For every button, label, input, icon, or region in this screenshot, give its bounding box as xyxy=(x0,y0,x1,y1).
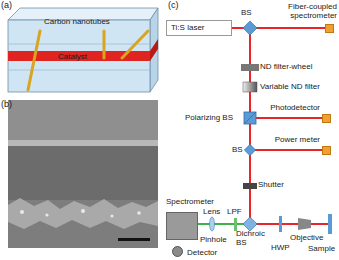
sem-region xyxy=(8,100,158,140)
layer-line xyxy=(8,44,150,45)
component-label: Variable ND filter xyxy=(260,82,320,91)
node-label: Fiber-coupled spectrometer xyxy=(280,2,337,20)
component-label: Pinhole xyxy=(200,235,227,244)
component-label: HWP xyxy=(271,243,290,252)
fiber-spectrometer-shape xyxy=(325,24,334,33)
laser-beam xyxy=(250,117,322,119)
component-label: Polarizing BS xyxy=(185,113,233,122)
variable-nd-filter xyxy=(243,82,257,92)
fiber-spectrometer: Fiber-coupled spectrometer xyxy=(280,2,337,34)
sem-speck xyxy=(81,209,85,213)
lens xyxy=(210,217,215,231)
polarizing-beam-splitter xyxy=(244,112,256,124)
nd-filter-wheel xyxy=(241,64,259,71)
scale-bar xyxy=(118,238,150,241)
component-label: ND filter-wheel xyxy=(260,62,312,71)
substrate-front xyxy=(8,20,150,92)
beam-splitter xyxy=(243,21,257,35)
shutter xyxy=(243,183,257,189)
component-label: Lens xyxy=(203,207,220,216)
sem-speck xyxy=(45,213,48,216)
component-label: BS xyxy=(232,145,243,154)
sem-band xyxy=(8,140,158,146)
component-label: Catalyst xyxy=(58,52,87,61)
laser-beam xyxy=(249,28,251,224)
splitter-diagonal xyxy=(244,112,256,124)
laser-box: Ti:S laser xyxy=(166,20,232,36)
sem-speck xyxy=(111,215,114,218)
node-label: Power meter xyxy=(264,135,320,144)
sem-speck xyxy=(137,211,141,215)
objective xyxy=(298,218,311,230)
component-label: Dichroic BS xyxy=(236,229,272,247)
laser-beam xyxy=(250,223,330,225)
power-meter: Power meter xyxy=(264,135,334,155)
component-label: Sample xyxy=(308,244,335,253)
spectrometer: Spectrometer xyxy=(166,197,216,240)
panel-letter: (c) xyxy=(168,1,179,10)
node-label: Detector xyxy=(187,248,217,257)
nanotube xyxy=(103,31,106,58)
component-label: BS xyxy=(241,8,252,17)
detector: Detector xyxy=(172,246,222,258)
spectrometer-shape xyxy=(166,212,198,240)
nanotube xyxy=(122,31,148,58)
component-label: Carbon nanotubes xyxy=(44,17,110,26)
sem-region xyxy=(8,146,158,200)
layer-line xyxy=(8,70,150,71)
component-label: Shutter xyxy=(258,180,284,189)
sample xyxy=(328,214,332,234)
emission-beam xyxy=(198,223,250,225)
component-label: LPF xyxy=(227,207,242,216)
sem-image xyxy=(8,100,158,248)
photodetector: Photodetector xyxy=(264,103,334,123)
node-label: Spectrometer xyxy=(166,197,214,206)
nanotube xyxy=(28,31,40,90)
beam-splitter xyxy=(244,144,255,155)
dichroic-splitter xyxy=(243,217,257,231)
substrate-side xyxy=(150,8,158,92)
power-meter-shape xyxy=(322,146,331,155)
node-label: Photodetector xyxy=(264,103,320,112)
laser-beam xyxy=(250,149,322,151)
sem-speck xyxy=(20,210,24,214)
sem-texture xyxy=(8,198,158,229)
panel-letter: (b) xyxy=(1,100,12,109)
panel-letter: (a) xyxy=(1,1,12,10)
photodetector-shape xyxy=(322,114,331,123)
node-label: Ti:S laser xyxy=(171,23,205,32)
detector-shape xyxy=(172,246,183,257)
catalyst-side xyxy=(150,39,158,61)
component-label: Objective xyxy=(290,233,323,242)
half-wave-plate xyxy=(279,216,282,232)
